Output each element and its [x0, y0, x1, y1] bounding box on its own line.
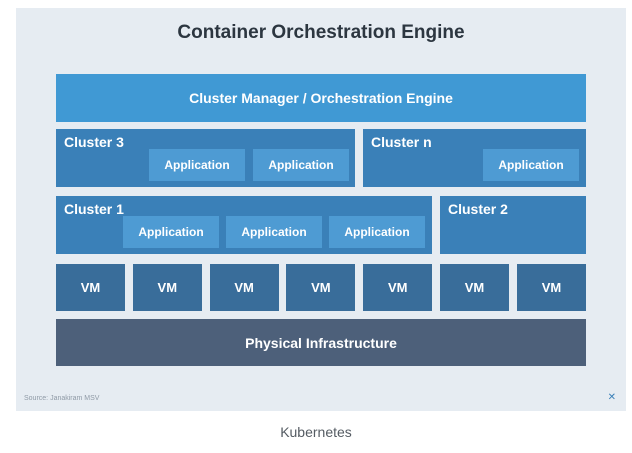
- vm-box: VM: [517, 264, 586, 311]
- cluster-2-label: Cluster 2: [448, 201, 508, 217]
- vm-box: VM: [209, 264, 279, 311]
- cluster-3-app-2: Application: [253, 149, 349, 181]
- cluster-n-label: Cluster n: [371, 134, 432, 150]
- vm-box: VM: [132, 264, 202, 311]
- cluster-2-box: Cluster 2: [440, 196, 586, 254]
- vm-box: VM: [286, 264, 356, 311]
- cluster-n-app-1: Application: [483, 149, 579, 181]
- cluster-manager-box: Cluster Manager / Orchestration Engine: [56, 74, 586, 122]
- cluster-3-box: Cluster 3 Application Application: [56, 129, 355, 187]
- cluster-1-app-1: Application: [123, 216, 219, 248]
- cluster-1-box: Cluster 1 Application Application Applic…: [56, 196, 432, 254]
- vm-box: VM: [440, 264, 509, 311]
- cluster-3-label: Cluster 3: [64, 134, 124, 150]
- cluster-1-app-2: Application: [226, 216, 322, 248]
- cluster-1-label: Cluster 1: [64, 201, 124, 217]
- vm-box: VM: [363, 264, 433, 311]
- image-caption: Kubernetes: [280, 424, 352, 440]
- diagram-title: Container Orchestration Engine: [177, 22, 465, 43]
- cluster-3-app-1: Application: [149, 149, 245, 181]
- source-credit: Source: Janakiram MSV: [24, 395, 100, 402]
- cluster-n-box: Cluster n Application: [363, 129, 586, 187]
- physical-infrastructure-box: Physical Infrastructure: [56, 319, 586, 366]
- cluster-1-app-3: Application: [329, 216, 425, 248]
- vm-box: VM: [56, 264, 125, 311]
- corner-logo-icon: ✕: [607, 392, 616, 403]
- diagram-panel: Container Orchestration Engine Cluster M…: [16, 8, 626, 411]
